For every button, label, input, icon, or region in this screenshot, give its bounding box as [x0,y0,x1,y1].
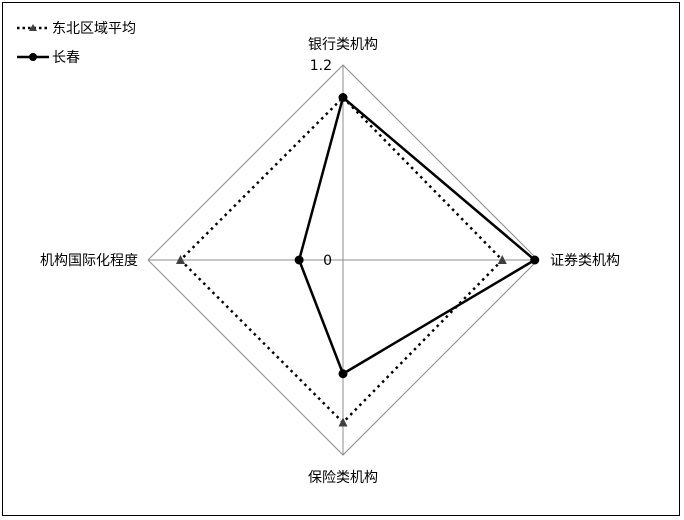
point-changchun-internationalization [294,255,304,265]
point-changchun-insurance [338,369,348,379]
axis-label-insurance: 保险类机构 [308,470,378,486]
legend-marker-triangle-icon [29,24,37,31]
tick-label-max: 1.2 [310,58,332,74]
point-northeast-average-insurance [338,417,348,427]
axis-label-internationalization: 机构国际化程度 [40,253,138,269]
legend-label-changchun: 长春 [52,50,80,66]
series-layer [176,92,540,427]
axis-label-securities: 证券类机构 [550,253,620,269]
legend-label-northeast-average: 东北区域平均 [52,21,136,37]
chart-frame [2,2,680,516]
tick-label-min: 0 [323,253,332,269]
radar-grid [147,64,539,456]
legend-item-northeast-average: 东北区域平均 [17,21,136,37]
point-changchun-bank [338,93,348,102]
legend-item-changchun: 长春 [17,50,80,66]
axis-label-bank: 银行类机构 [308,37,378,53]
legend: 东北区域平均 长春 [17,21,136,66]
point-northeast-average-internationalization [176,255,185,264]
point-northeast-average-securities [497,255,507,264]
legend-marker-circle-icon [29,53,37,61]
point-changchun-securities [530,255,540,265]
